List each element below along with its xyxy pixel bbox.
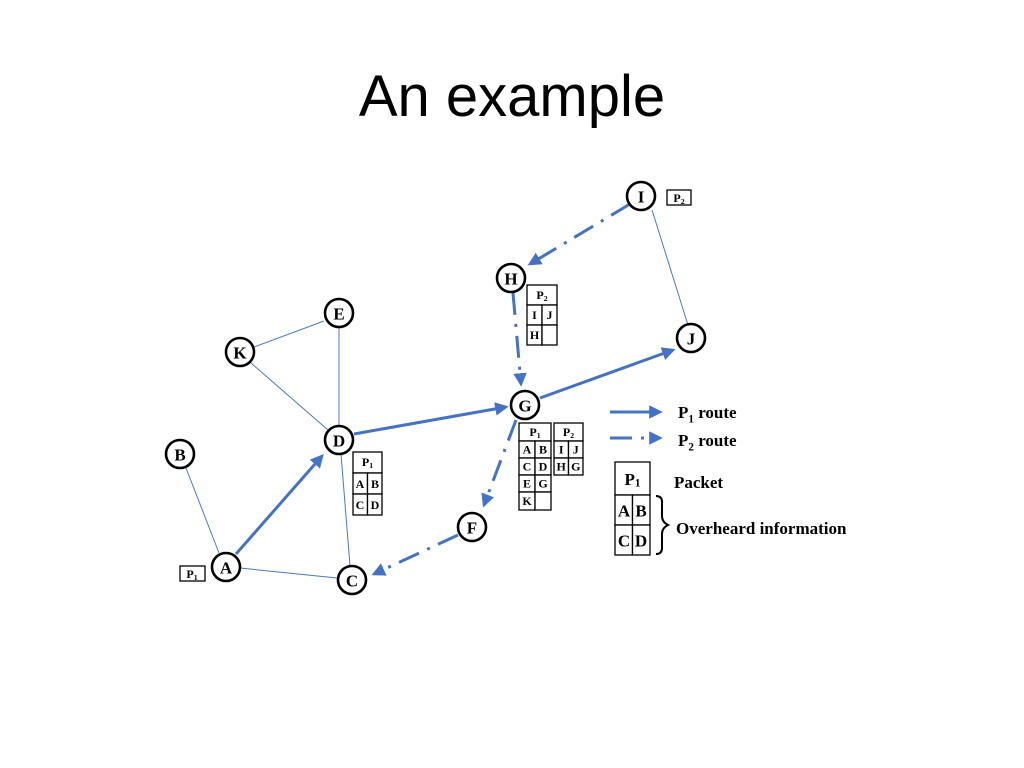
svg-text:D: D (371, 498, 380, 512)
svg-text:B: B (371, 477, 379, 491)
packet-label-p2-at-i: P2 (666, 189, 692, 206)
svg-text:H: H (557, 460, 567, 474)
svg-text:A: A (523, 443, 532, 457)
svg-text:H: H (504, 270, 517, 289)
edge-k-e (253, 320, 325, 348)
legend-sample-table: P1 A B C D (614, 461, 651, 556)
table-d: P1 A B C D (352, 451, 383, 516)
svg-text:I: I (638, 188, 645, 207)
svg-text:P1: P1 (362, 455, 373, 470)
packet-label-p1-at-a: P1 (179, 565, 206, 582)
node-i: I (625, 180, 657, 212)
svg-text:I: I (559, 443, 564, 457)
table-g-p2: P2 I J H G (553, 422, 584, 476)
node-d: D (323, 424, 355, 456)
svg-text:P2: P2 (563, 425, 574, 440)
svg-text:D: D (333, 432, 345, 451)
svg-text:C: C (523, 460, 532, 474)
svg-text:P2: P2 (673, 191, 684, 206)
svg-text:B: B (539, 443, 547, 457)
svg-text:D: D (635, 532, 647, 551)
svg-text:K: K (233, 344, 247, 363)
svg-text:H: H (530, 328, 540, 342)
legend-overheard-label: Overheard information (676, 519, 847, 538)
table-g-p1: P1 A B C D E G K (518, 422, 552, 511)
svg-text:G: G (518, 397, 531, 416)
edge-k-d (250, 362, 329, 431)
svg-text:A: A (356, 477, 365, 491)
svg-text:K: K (522, 494, 532, 508)
node-c: C (336, 564, 368, 596)
node-b: B (164, 438, 196, 470)
svg-text:C: C (618, 532, 630, 551)
svg-text:I: I (532, 308, 537, 322)
edge-i-j (651, 209, 689, 326)
svg-text:C: C (356, 498, 365, 512)
svg-text:D: D (539, 460, 548, 474)
svg-text:E: E (523, 477, 531, 491)
svg-text:P1: P1 (186, 567, 197, 582)
p2-route-f-c (371, 533, 459, 576)
edge-b-a (185, 467, 220, 554)
svg-text:P2: P2 (536, 288, 547, 303)
svg-text:E: E (333, 305, 344, 324)
legend-brace (655, 495, 671, 555)
legend-p1-route-label: P1 route (678, 403, 737, 425)
p2-route (371, 202, 631, 576)
p2-route-h-g (511, 292, 527, 387)
svg-text:C: C (346, 572, 358, 591)
p1-route (234, 347, 676, 555)
legend-packet-label: Packet (674, 473, 723, 492)
node-h: H (495, 262, 527, 294)
table-h: P2 I J H (526, 284, 558, 346)
slide-title: An example (358, 64, 666, 129)
p1-route-a-d (234, 453, 324, 555)
svg-text:A: A (220, 559, 233, 578)
svg-text:F: F (467, 519, 477, 538)
node-f: F (456, 511, 488, 543)
node-j: J (675, 322, 707, 354)
legend: P1 route P2 route P1 A B C D Packet Over… (610, 403, 847, 556)
node-k: K (224, 336, 256, 368)
edge-d-c (340, 453, 351, 567)
svg-text:G: G (538, 477, 547, 491)
svg-text:J: J (687, 330, 696, 349)
svg-text:G: G (571, 460, 580, 474)
p1-route-d-g (353, 402, 509, 436)
p2-route-i-h (527, 202, 631, 266)
topology-edges (185, 209, 689, 579)
svg-text:J: J (547, 308, 553, 322)
p1-route-g-j (539, 347, 676, 400)
node-e: E (323, 297, 355, 329)
svg-text:J: J (573, 443, 579, 457)
legend-p2-route-label: P2 route (678, 431, 737, 453)
node-g: G (509, 389, 541, 421)
svg-text:B: B (635, 502, 646, 521)
svg-text:A: A (618, 502, 631, 521)
p2-route-g-f (481, 419, 518, 508)
svg-text:B: B (174, 446, 185, 465)
svg-text:P1: P1 (625, 470, 641, 490)
edge-a-c (239, 567, 338, 579)
svg-text:P1: P1 (529, 425, 540, 440)
node-a: A (210, 551, 242, 583)
